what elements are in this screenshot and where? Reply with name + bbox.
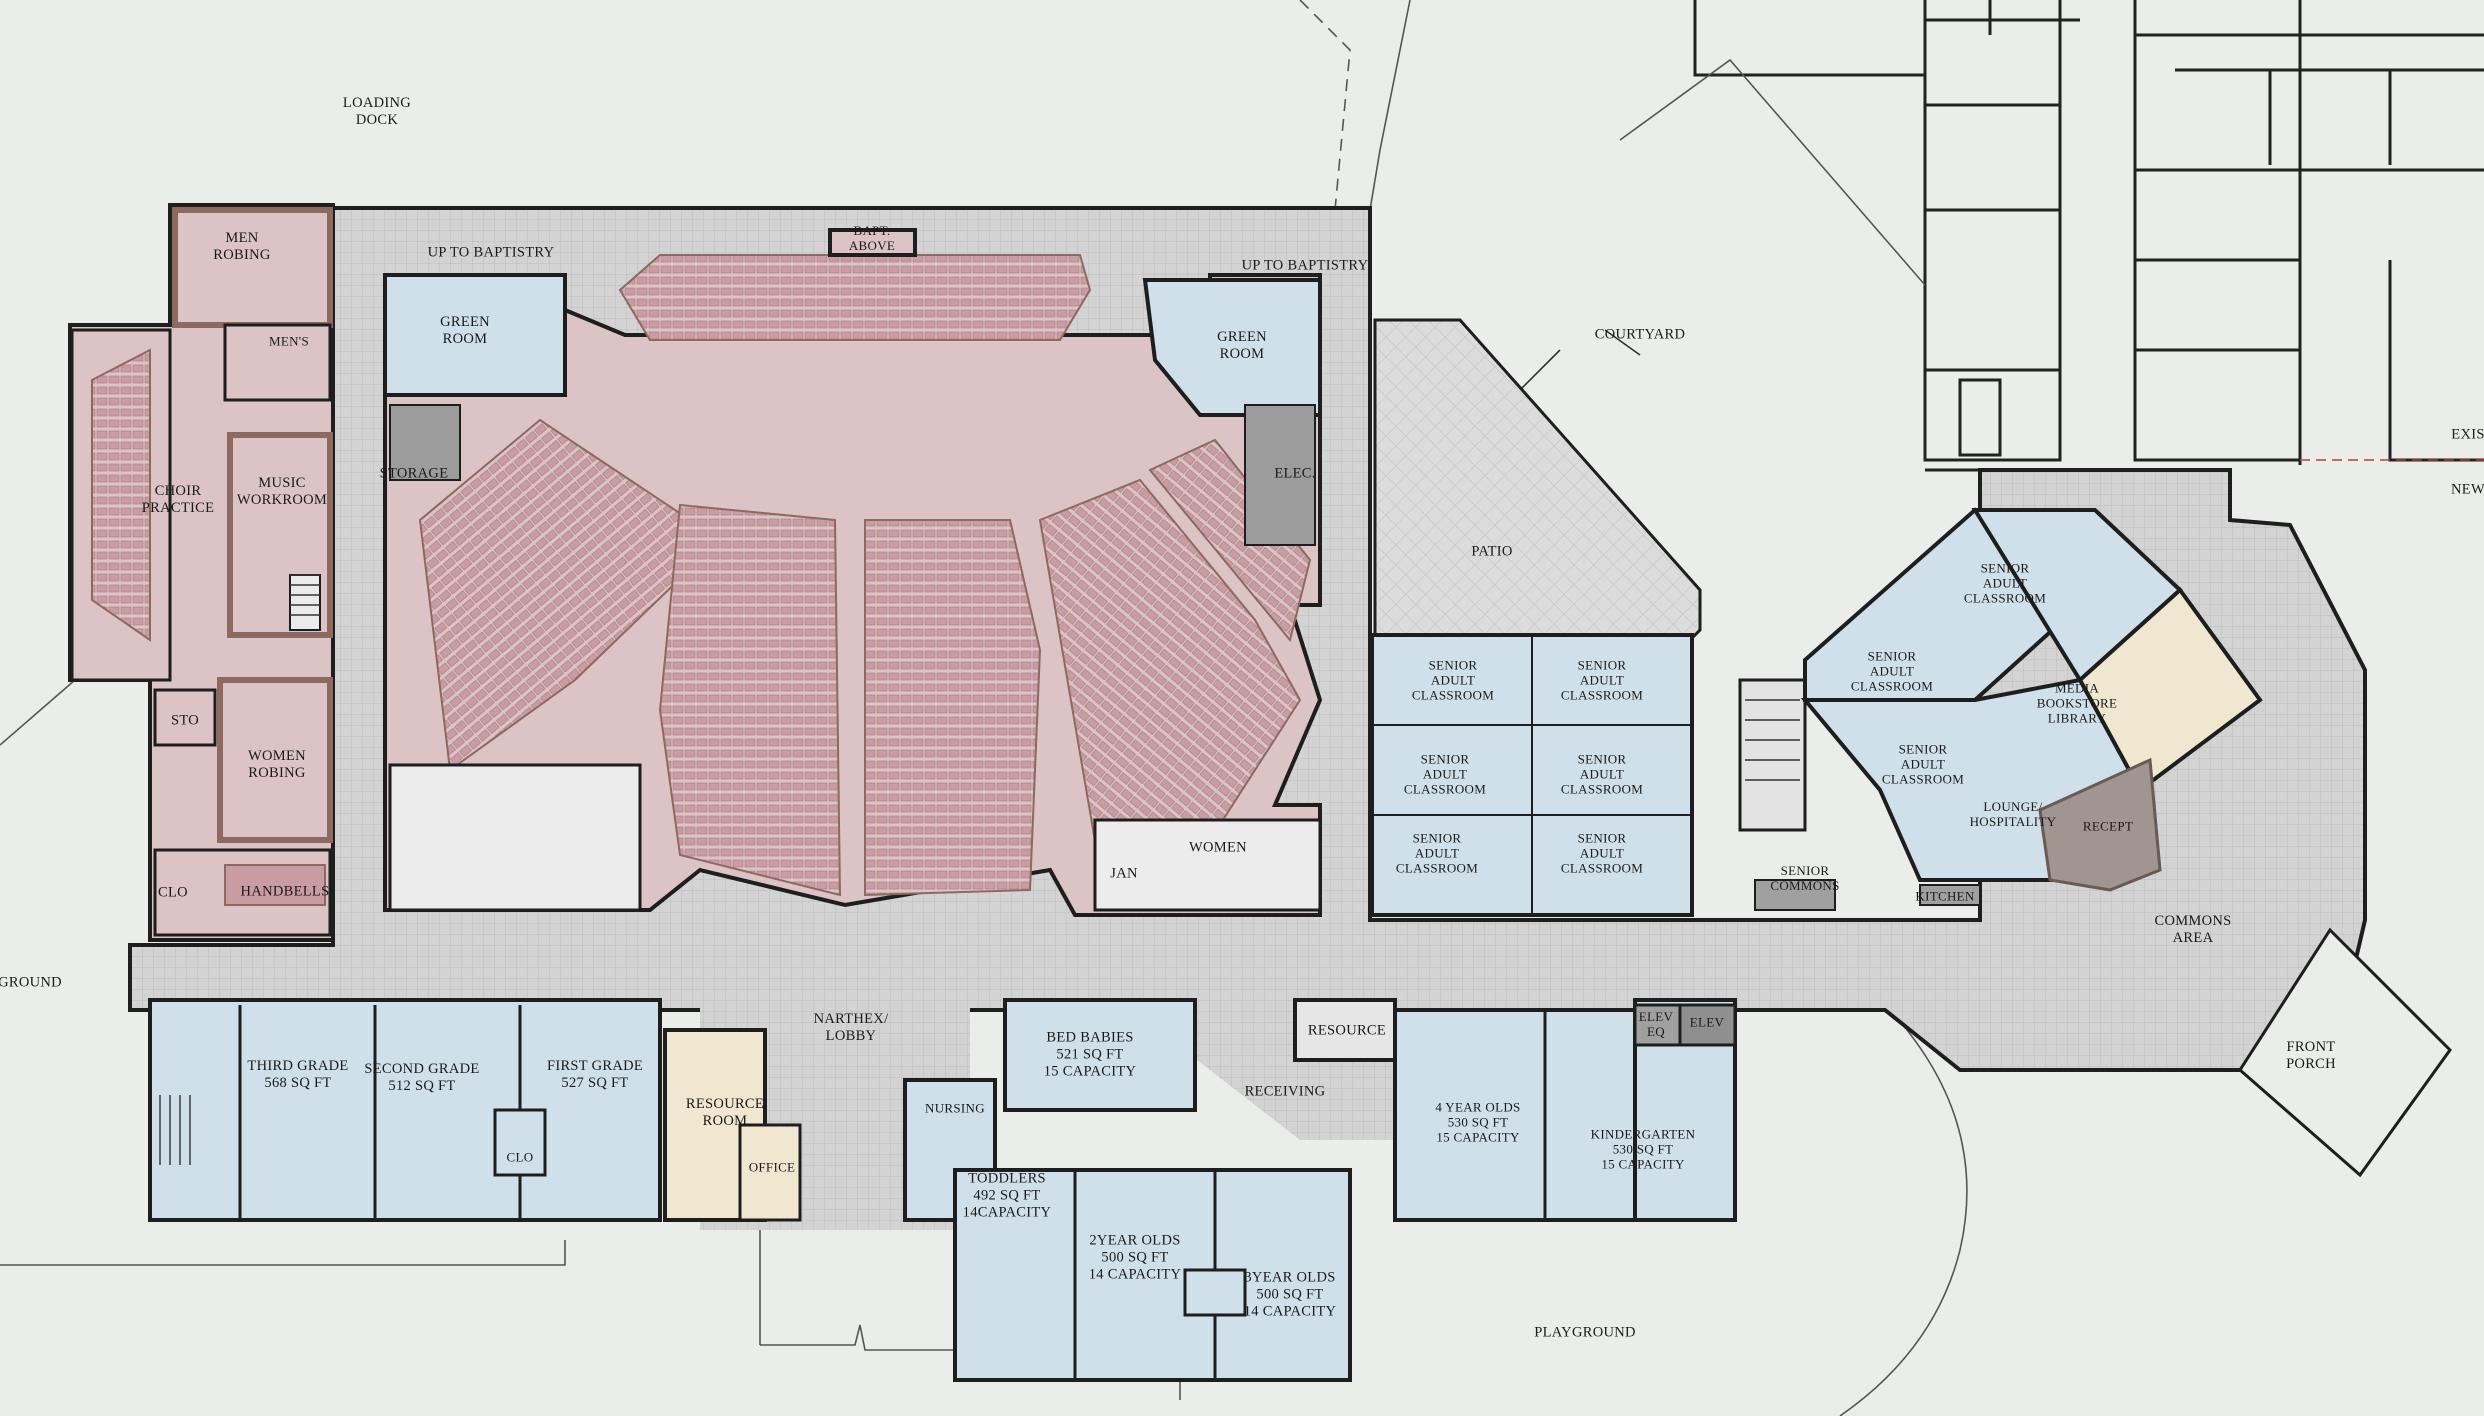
three-year-olds-label: 3YEAR OLDS 500 SQ FT 14 CAPACITY — [1243, 1269, 1337, 1320]
senior-classroom-4-label: SENIOR ADULT CLASSROOM — [1560, 751, 1644, 797]
elev-eq-label: ELEV EQ — [1638, 1009, 1674, 1039]
senior-classroom-6-label: SENIOR ADULT CLASSROOM — [1560, 830, 1644, 876]
mens-restroom-label: MEN'S — [269, 333, 309, 349]
resource-room-label: RESOURCE ROOM — [685, 1096, 765, 1129]
playground-label: PLAYGROUND — [1534, 1324, 1636, 1341]
storage-label: STORAGE — [379, 465, 449, 482]
front-porch — [2238, 927, 2452, 1178]
third-grade-label: THIRD GRADE 568 SQ FT — [247, 1058, 349, 1091]
bed-babies-label: BED BABIES 521 SQ FT 15 CAPACITY — [1043, 1029, 1137, 1080]
music-workroom-label: MUSIC WORKROOM — [236, 475, 328, 508]
green-room-right-label: GREEN ROOM — [1217, 329, 1267, 362]
loading-dock-label: LOADING DOCK — [342, 95, 412, 128]
ground-label: GROUND — [0, 974, 62, 991]
commons-area-label: COMMONS AREA — [2154, 913, 2232, 946]
existing-building — [1693, 0, 2484, 472]
kitchen-label: KITCHEN — [1915, 888, 1975, 904]
nursing-label: NURSING — [925, 1100, 985, 1116]
existing-label: EXIS — [2451, 426, 2484, 443]
senior-classroom-7-label: SENIOR ADULT CLASSROOM — [1963, 560, 2047, 606]
toddlers-label: TODDLERS 492 SQ FT 14CAPACITY — [962, 1170, 1052, 1221]
senior-classroom-3-label: SENIOR ADULT CLASSROOM — [1403, 751, 1487, 797]
two-year-olds-label: 2YEAR OLDS 500 SQ FT 14 CAPACITY — [1088, 1232, 1182, 1283]
senior-classroom-1-label: SENIOR ADULT CLASSROOM — [1411, 657, 1495, 703]
women-restroom-label: WOMEN — [1189, 839, 1247, 856]
second-grade-label: SECOND GRADE 512 SQ FT — [364, 1061, 480, 1094]
women-robing-label: WOMEN ROBING — [248, 748, 306, 781]
up-to-baptistry-left-label: UP TO BAPTISTRY — [427, 244, 555, 261]
four-year-olds-label: 4 YEAR OLDS 530 SQ FT 15 CAPACITY — [1435, 1099, 1521, 1145]
courtyard-label: COURTYARD — [1594, 326, 1686, 343]
clo-mid-label: CLO — [506, 1149, 534, 1165]
elec-label: ELEC. — [1274, 465, 1316, 482]
childrens-wing — [148, 998, 1737, 1382]
new-label: NEW — [2451, 481, 2484, 498]
patio-area — [1373, 318, 1702, 642]
senior-block — [1370, 507, 2263, 917]
senior-classroom-2-label: SENIOR ADULT CLASSROOM — [1560, 657, 1644, 703]
narthex-lobby-label: NARTHEX/ LOBBY — [813, 1011, 889, 1044]
choir-practice-label: CHOIR PRACTICE — [141, 483, 215, 516]
office-label: OFFICE — [748, 1159, 796, 1175]
sanctuary — [383, 228, 1323, 917]
patio-label: PATIO — [1471, 543, 1513, 560]
elev-label: ELEV — [1689, 1014, 1725, 1030]
senior-classroom-5-label: SENIOR ADULT CLASSROOM — [1395, 830, 1479, 876]
lounge-hospitality-label: LOUNGE/ HOSPITALITY — [1969, 799, 2057, 829]
media-bookstore-library-label: MEDIA BOOKSTORE LIBRARY — [2036, 680, 2118, 726]
men-robing-label: MEN ROBING — [213, 230, 271, 263]
senior-commons-label: SENIOR COMMONS — [1770, 863, 1840, 893]
first-grade-label: FIRST GRADE 527 SQ FT — [546, 1058, 644, 1091]
handbells-label: HANDBELLS — [240, 883, 330, 900]
receiving-label: RECEIVING — [1244, 1083, 1326, 1100]
stairs — [159, 574, 1800, 1165]
sto-label: STO — [170, 712, 200, 729]
front-porch-label: FRONT PORCH — [2286, 1039, 2336, 1072]
senior-classroom-8-label: SENIOR ADULT CLASSROOM — [1850, 648, 1934, 694]
bapt-above-label: BAPT. ABOVE — [848, 223, 896, 253]
clo-left-label: CLO — [158, 884, 188, 901]
senior-classroom-9-label: SENIOR ADULT CLASSROOM — [1881, 741, 1965, 787]
kindergarten-label: KINDERGARTEN 530 SQ FT 15 CAPACITY — [1590, 1126, 1696, 1172]
green-room-left-label: GREEN ROOM — [440, 314, 490, 347]
resource-label: RESOURCE — [1307, 1022, 1387, 1039]
left-support-rooms — [68, 203, 335, 942]
recept-label: RECEPT — [2082, 818, 2134, 834]
up-to-baptistry-right-label: UP TO BAPTISTRY — [1241, 257, 1369, 274]
jan-label: JAN — [1110, 865, 1138, 882]
